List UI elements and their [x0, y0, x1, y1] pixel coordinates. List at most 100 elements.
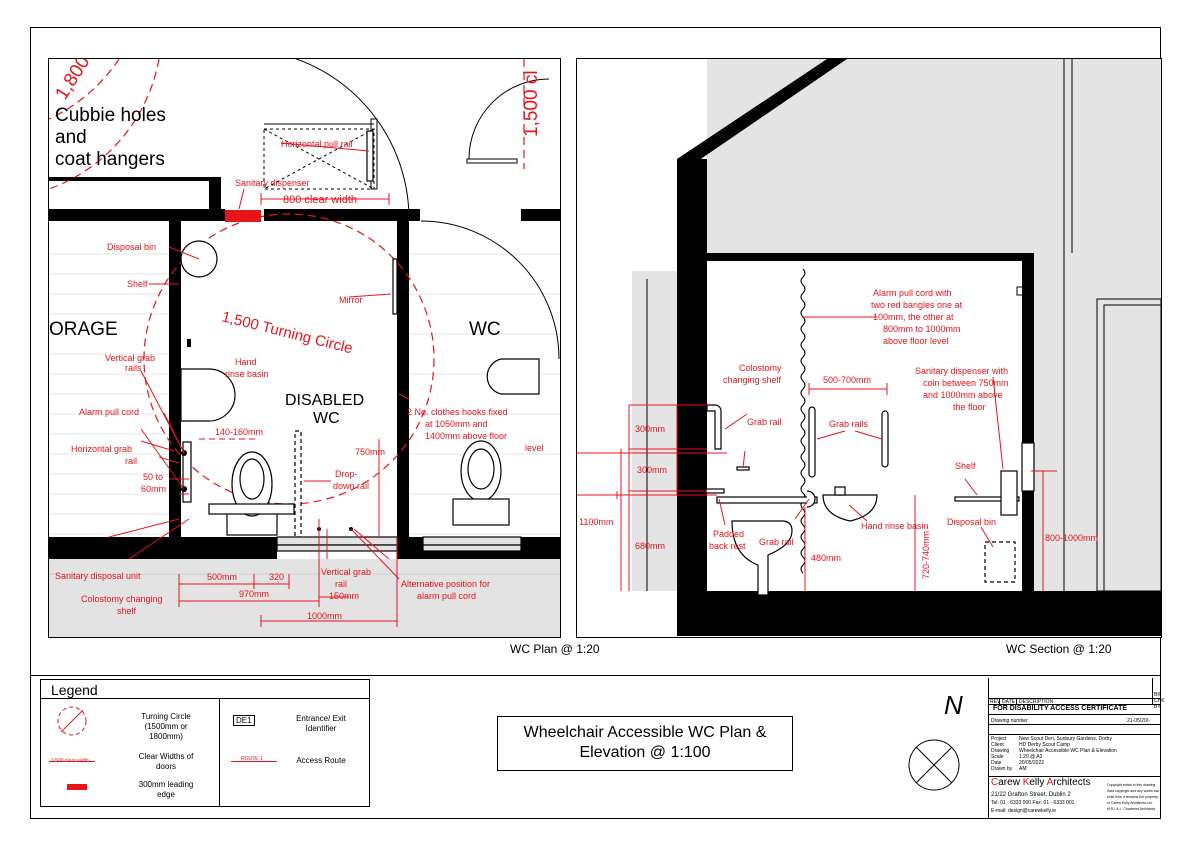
hand-rinse-basin-label-1: Hand [235, 357, 257, 367]
horizontal-grab-rail-label-1: Horizontal grab [71, 444, 132, 454]
leading-edge-legend-icon [67, 784, 87, 790]
alarm-pull-cord-section [800, 268, 806, 574]
alarm-cord-label-4: 800mm to 1000mm [883, 324, 961, 334]
colostomy-shelf-label-2: changing shelf [723, 375, 782, 385]
dim-150-label: 150mm [329, 591, 359, 601]
legend-title: Legend [51, 682, 98, 698]
tb-project: New Scout Den, Sunbury Gardens, Dorby [1019, 736, 1112, 742]
floor-strip [49, 559, 560, 637]
wall-tiling [49, 253, 560, 535]
sanitary-dispenser-label-3: and 1000mm above [923, 390, 1003, 400]
wc-section-panel: Alarm pull cord with two red bangles one… [576, 58, 1162, 638]
dim-300a-label: 300mm [635, 424, 665, 434]
colostomy-shelf-label-1: Colostomy [739, 363, 782, 373]
tb-drawing-label: Drawing [991, 748, 1010, 754]
disabled-wc-label-1: DISABLED [285, 392, 364, 409]
wc-plan-drawing: Cubbie holes and coat hangers ORAGE WC D… [49, 59, 560, 637]
dim-140-160-label: 140-160mm [215, 427, 263, 437]
tb-date-label: Date [991, 760, 1002, 766]
tb-date: DATE [1002, 699, 1015, 705]
alarm-cord-label-3: 100mm, the other at [873, 312, 954, 322]
turning-circle-1800-label: 1,800 T [51, 59, 103, 104]
wc-room-label: WC [469, 319, 501, 340]
clear-width-800-label: 800 clear width [283, 194, 357, 206]
wc-section-drawing: Alarm pull cord with two red bangles one… [577, 59, 1161, 636]
dim-320-label: 320 [269, 572, 284, 582]
vertical-grab-rails-label-1: Vertical grab [105, 353, 155, 363]
disposal-bin-label: Disposal bin [947, 517, 996, 527]
clothes-hooks-label-2: at 1050mm and [425, 419, 488, 429]
tb-cert: FOR DISABILITY ACCESS CERTIFICATE [993, 705, 1128, 712]
colostomy-shelf-label-2: shelf [117, 606, 137, 616]
tb-scale-label: Scale [991, 754, 1004, 760]
alarm-pull-cord-label: Alarm pull cord [79, 407, 139, 417]
route-tag: ROUTE 1 [241, 756, 263, 762]
dim-1000-label: 1000mm [307, 611, 342, 621]
north-label: N [944, 690, 963, 720]
fifty-sixty-label-1: 50 to [143, 472, 163, 482]
tb-bk: BK [1154, 692, 1161, 698]
grab-rail-2-label: Grab rail [759, 537, 794, 547]
plan-fixtures [180, 130, 540, 552]
vertical-grab-rail-label-2: rail [335, 579, 347, 589]
disabled-wc-label-2: WC [313, 410, 340, 427]
tb-scale: 1:20 @ A3 [1019, 754, 1043, 760]
tb-drawn-label: Drawn by [991, 766, 1013, 772]
plan-caption: WC Plan @ 1:20 [510, 642, 600, 656]
section-leaders [577, 316, 1057, 591]
sanitary-disposal-unit-label: Sanitary disposal unit [55, 571, 141, 581]
tb-drawing: Wheelchair Accessible WC Plan & Elevatio… [1019, 748, 1117, 754]
tb-by: BY [1154, 704, 1161, 710]
alarm-cord-label-1: Alarm pull cord with [873, 288, 952, 298]
cubbie-label-2: and [55, 127, 87, 148]
mirror-label: Mirror [339, 295, 363, 305]
turning-circle-legend-icon [57, 706, 87, 736]
dim-480-label: 480mm [811, 553, 841, 563]
vertical-grab-rail-label-1: Vertical grab [321, 567, 371, 577]
tb-copyright: Copyright exists in this drawing. Said c… [1107, 783, 1160, 811]
tb-drawn: AM [1019, 766, 1027, 772]
firm-tel: Tel: 01 - 6333 000 Fax: 01 - 6333 001 [991, 800, 1075, 806]
dim-970-label: 970mm [239, 589, 269, 599]
vertical-grab-rails-label-2: rails [125, 363, 142, 373]
firm-email: E-mail: design@carewkelly.ie [991, 808, 1057, 814]
shelf-label: Shelf [127, 279, 148, 289]
firm-address: 21/22 Grafton Street, Dublin 2 [991, 792, 1071, 798]
tb-date-value: 20/05/2022 [1019, 760, 1045, 766]
sheet-divider [30, 675, 1161, 676]
leading-edge-marker [225, 210, 261, 222]
clothes-hooks-label-1: 2 No. clothes hooks fixed [407, 407, 508, 417]
turning-circle-label: 1,500 Turning Circle [220, 308, 354, 357]
cubbie-label-1: Cubbie holes [55, 105, 166, 126]
storage-room-label: ORAGE [49, 319, 118, 340]
dim-680-label: 680mm [635, 541, 665, 551]
fifty-sixty-label-2: 60mm [141, 484, 166, 494]
section-caption: WC Section @ 1:20 [1006, 642, 1112, 656]
disposal-bin-label: Disposal bin [107, 242, 156, 252]
alarm-cord-label-5: above floor level [883, 336, 949, 346]
drop-down-rail-label-2: down rail [333, 481, 369, 491]
wc-plan-panel: Cubbie holes and coat hangers ORAGE WC D… [48, 58, 561, 638]
firm-name: Carew Kelly Architects [991, 777, 1091, 788]
tb-description: DESCRIPTION [1019, 699, 1054, 705]
roof-slope [677, 59, 847, 167]
hand-rinse-basin-label-2: rinse basin [225, 369, 269, 379]
colostomy-shelf-label-1: Colostomy changing [81, 594, 163, 604]
legend-access-route: Access Route [296, 756, 346, 765]
dim-500-label: 500mm [207, 572, 237, 582]
grab-rails-label: Grab rails [829, 419, 869, 429]
horizontal-pull-rail-label: Horizontal pull rail [281, 139, 353, 149]
clothes-hooks-label-4: level [525, 443, 544, 453]
section-walls [677, 159, 1161, 636]
drawing-title-line-1: Wheelchair Accessible WC Plan & [523, 724, 767, 741]
dim-750-label: 750mm [355, 447, 385, 457]
title-block: REV DATE DESCRIPTION BK CHK BY FOR DISAB… [988, 678, 1165, 819]
north-arrow-icon [908, 739, 960, 791]
hand-rinse-basin-label: Hand rinse basin [861, 521, 929, 531]
horizontal-grab-rail-label-2: rail [125, 456, 137, 466]
hand-basin-plan [180, 368, 236, 422]
